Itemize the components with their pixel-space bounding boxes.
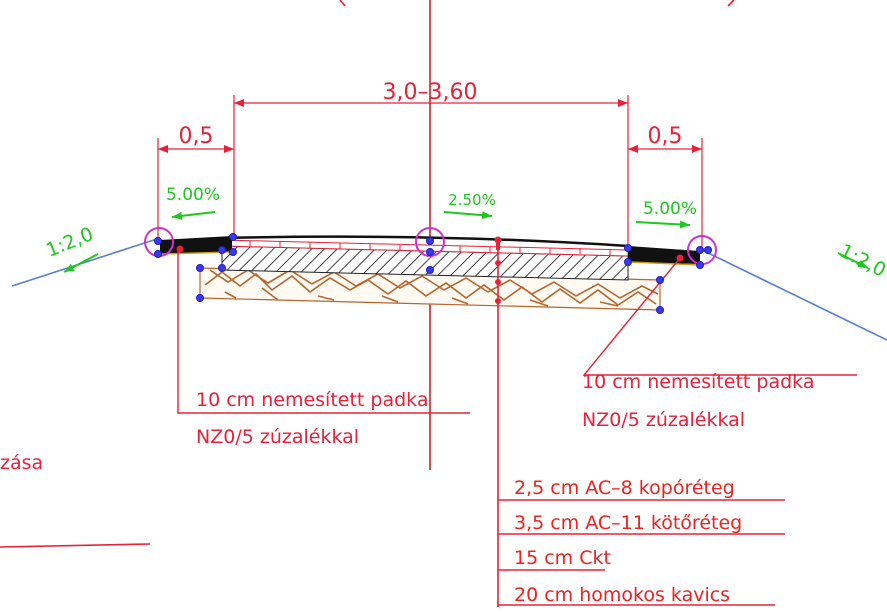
- right-shoulder-note-line1: 10 cm nemesített padka: [582, 371, 814, 393]
- right-shoulder-dimension-text: 0,5: [648, 124, 683, 149]
- left-shoulder-note-line1: 10 cm nemesített padka: [196, 389, 428, 411]
- left-embankment-arrow: [63, 253, 99, 273]
- right-embankment-line: [701, 249, 887, 341]
- left-shoulder-note-line2: NZ0/5 zúzalékkal: [196, 426, 359, 448]
- left-embankment-line: [11, 237, 161, 287]
- gravel-texture: [204, 269, 659, 307]
- dimension-right-shoulder: [628, 138, 703, 248]
- wearing-course-layer: [221, 235, 629, 248]
- dimension-left-shoulder: [157, 138, 234, 240]
- left-embankment-slope-text: 1:2,0: [43, 223, 96, 262]
- right-embankment-slope-text: 1:2,0: [836, 240, 887, 282]
- layer-label-wearing-course: 2,5 cm AC–8 kopóréteg: [514, 477, 735, 499]
- clipped-leader-line: [0, 543, 151, 548]
- right-shoulder-leader: [582, 257, 857, 376]
- left-shoulder-slope-text: 5.00%: [166, 185, 220, 205]
- right-shoulder-edge: [627, 261, 701, 266]
- right-shoulder-note-line2: NZ0/5 zúzalékkal: [582, 409, 745, 431]
- selection-grips[interactable]: [154, 233, 712, 314]
- right-shoulder-slope-arrow: [635, 220, 691, 229]
- layer-label-sand-gravel: 20 cm homokos kavics: [514, 584, 730, 606]
- binder-course-ticks: [249, 241, 611, 255]
- left-shoulder-leader: [177, 250, 470, 414]
- layer-label-ckt: 15 cm Ckt: [514, 547, 611, 569]
- left-shoulder-dimension-text: 0,5: [179, 124, 214, 149]
- center-slope-text: 2.50%: [448, 191, 496, 209]
- center-slope-arrow: [443, 211, 493, 220]
- title-fragment-left: [339, 0, 346, 7]
- right-embankment-arrow: [837, 252, 869, 269]
- dimension-total-width: [233, 95, 629, 248]
- right-shoulder-slope-text: 5.00%: [643, 199, 697, 219]
- clipped-left-text: zása: [0, 452, 43, 474]
- title-fragment-right: [727, 0, 735, 7]
- red-grips: [176, 245, 684, 304]
- layer-leader-top: [496, 238, 500, 250]
- layer-label-binder-course: 3,5 cm AC–11 kötőréteg: [514, 512, 742, 534]
- total-width-dimension-text: 3,0–3,60: [383, 80, 478, 105]
- left-shoulder-slope-arrow: [171, 211, 216, 220]
